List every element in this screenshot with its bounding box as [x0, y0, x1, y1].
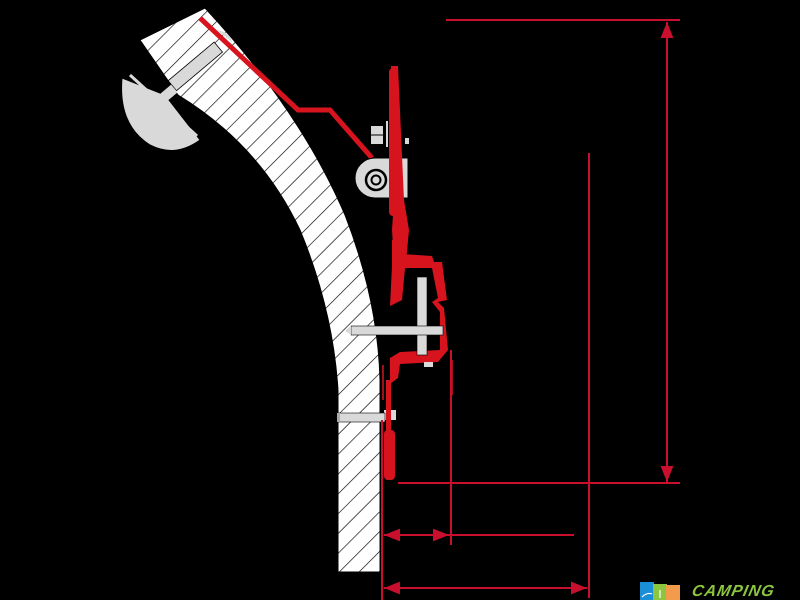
small-nut	[371, 121, 409, 147]
upper-screw	[345, 325, 444, 336]
dimension-lines	[381, 19, 680, 600]
watermark-text: CAMPING	[690, 583, 777, 600]
rail-profile	[382, 240, 453, 400]
vertical-bracket	[384, 66, 409, 480]
upper-bracket-arm	[198, 16, 374, 160]
wall-section	[139, 7, 381, 573]
watermark-logo: CAMPING	[640, 580, 777, 600]
logo-mark-icon	[640, 582, 680, 600]
lower-screw	[336, 412, 386, 423]
mounting-knob	[121, 41, 224, 151]
